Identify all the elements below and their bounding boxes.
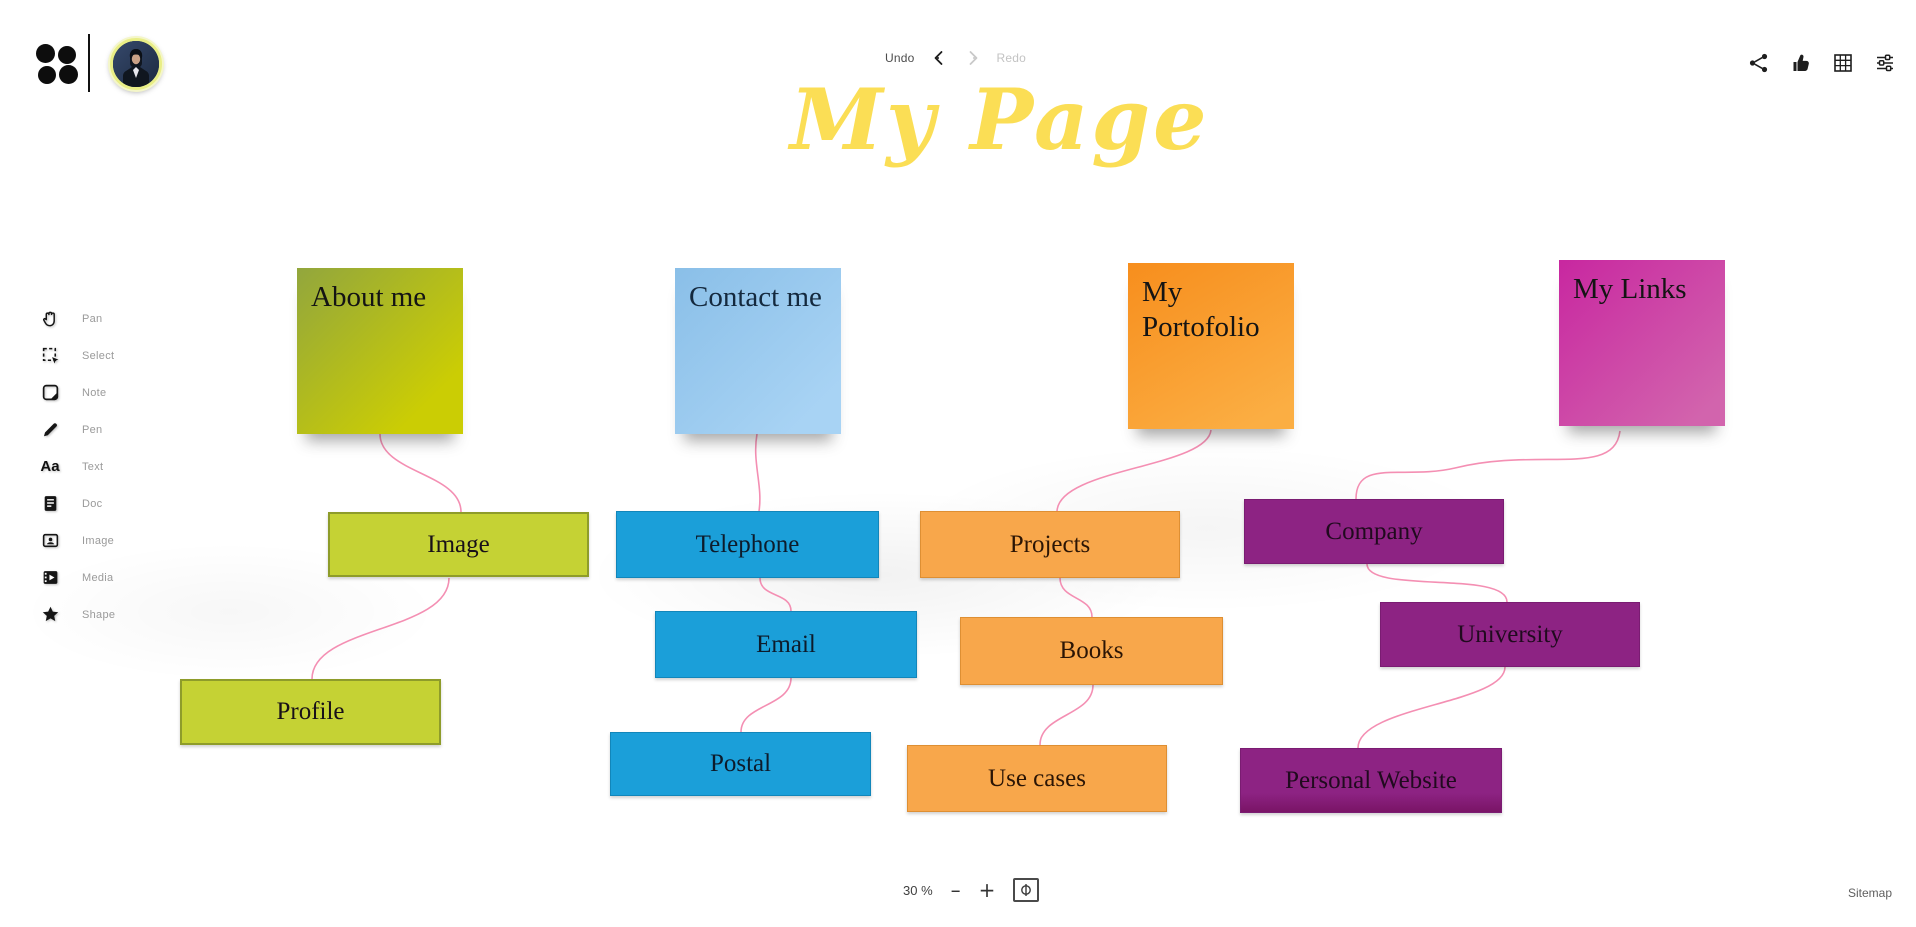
tool-doc[interactable]: Doc: [40, 485, 115, 522]
box-label: Image: [427, 530, 490, 558]
box-label: Personal Website: [1285, 766, 1457, 794]
share-button[interactable]: [1746, 50, 1772, 76]
note-icon: [40, 383, 60, 403]
box-label: Projects: [1009, 530, 1091, 558]
box-label: Use cases: [988, 764, 1086, 792]
box-label: Email: [756, 630, 816, 658]
box-books[interactable]: Books: [960, 617, 1223, 685]
tool-label: Shape: [82, 608, 116, 621]
tool-pen[interactable]: Pen: [40, 411, 115, 448]
connector-line: [1357, 666, 1506, 749]
undo-redo-group: Undo Redo: [885, 48, 1026, 68]
box-profile[interactable]: Profile: [180, 679, 441, 745]
box-company[interactable]: Company: [1244, 499, 1504, 564]
tool-image[interactable]: Image: [40, 522, 115, 559]
pen-icon: [40, 420, 60, 440]
sticky-note-my-portfolio[interactable]: My Portofolio: [1128, 263, 1294, 429]
tool-label: Doc: [82, 497, 103, 510]
avatar-image: [113, 41, 159, 87]
like-button[interactable]: [1788, 50, 1814, 76]
connector-line: [379, 433, 462, 513]
chevron-right-icon: [969, 51, 977, 65]
connector-line: [311, 577, 450, 680]
header-divider: [88, 34, 90, 92]
connector-line: [754, 433, 761, 512]
redo-button[interactable]: [963, 48, 983, 68]
box-label: Books: [1059, 637, 1124, 664]
connector-line: [1355, 430, 1621, 500]
note-text: My Links: [1573, 273, 1687, 305]
hand-icon: [40, 309, 60, 329]
fit-to-screen-button[interactable]: [1013, 878, 1040, 902]
shape-icon: [40, 605, 60, 625]
tool-pan[interactable]: Pan: [40, 300, 115, 337]
connector-line: [740, 677, 792, 733]
connector-line: [1039, 684, 1094, 746]
box-label: Profile: [276, 698, 345, 725]
connector-line: [1366, 563, 1508, 603]
box-university[interactable]: University: [1380, 602, 1640, 667]
settings-button[interactable]: [1872, 50, 1898, 76]
tool-label: Pan: [82, 312, 103, 325]
box-projects[interactable]: Projects: [920, 511, 1180, 578]
tool-select[interactable]: Select: [40, 337, 115, 374]
tool-label: Text: [82, 460, 104, 473]
box-label: Telephone: [695, 530, 800, 558]
zoom-in-button[interactable]: +: [978, 878, 996, 902]
box-personal-website[interactable]: Personal Website: [1240, 748, 1502, 813]
user-avatar[interactable]: [110, 38, 162, 90]
share-icon: [1749, 53, 1768, 73]
box-postal[interactable]: Postal: [610, 732, 871, 796]
sticky-note-my-links[interactable]: My Links: [1559, 260, 1725, 426]
box-label: University: [1457, 620, 1563, 648]
undo-label[interactable]: Undo: [885, 51, 915, 65]
note-text: My Portofolio: [1142, 276, 1260, 343]
zoom-bar: 30 % – +: [903, 878, 1040, 902]
connector-line: [759, 577, 792, 612]
grid-icon: [1834, 54, 1852, 72]
box-use-cases[interactable]: Use cases: [907, 745, 1167, 812]
media-icon: [40, 568, 60, 588]
thumbs-up-icon: [1793, 54, 1809, 71]
connector-line: [1059, 577, 1093, 618]
tool-label: Media: [82, 571, 114, 584]
sliders-icon: [1877, 54, 1893, 72]
tool-label: Pen: [82, 423, 103, 436]
tool-palette: Pan Select Note Pen Aa: [40, 300, 115, 633]
zoom-level: 30 %: [903, 882, 933, 898]
chevron-left-icon: [934, 51, 942, 65]
sticky-note-about-me[interactable]: About me: [297, 268, 463, 434]
box-label: Postal: [709, 750, 772, 777]
undo-button[interactable]: [929, 48, 949, 68]
text-icon: Aa: [40, 458, 60, 475]
header-actions: [1746, 50, 1898, 76]
image-icon: [40, 531, 60, 551]
tool-media[interactable]: Media: [40, 559, 115, 596]
fit-icon: [1021, 884, 1032, 896]
app-logo-icon[interactable]: [34, 42, 80, 88]
note-text: Contact me: [689, 281, 822, 313]
page-title[interactable]: My Page: [790, 70, 1210, 169]
doc-icon: [40, 494, 60, 514]
tool-shape[interactable]: Shape: [40, 596, 115, 633]
box-image[interactable]: Image: [328, 512, 589, 577]
tool-label: Note: [82, 386, 107, 399]
note-text: About me: [311, 281, 427, 313]
sitemap-link[interactable]: Sitemap: [1847, 886, 1892, 900]
tool-label: Image: [82, 534, 115, 547]
sticky-note-contact-me[interactable]: Contact me: [675, 268, 841, 434]
connector-line: [1056, 429, 1212, 513]
box-email[interactable]: Email: [655, 611, 917, 678]
tool-label: Select: [82, 349, 115, 362]
select-icon: [40, 346, 60, 366]
redo-label[interactable]: Redo: [996, 51, 1026, 65]
tool-text[interactable]: Aa Text: [40, 448, 115, 485]
box-label: Company: [1325, 517, 1423, 545]
zoom-out-button[interactable]: –: [950, 878, 961, 902]
tool-note[interactable]: Note: [40, 374, 115, 411]
grid-view-button[interactable]: [1830, 50, 1856, 76]
box-telephone[interactable]: Telephone: [616, 511, 879, 578]
